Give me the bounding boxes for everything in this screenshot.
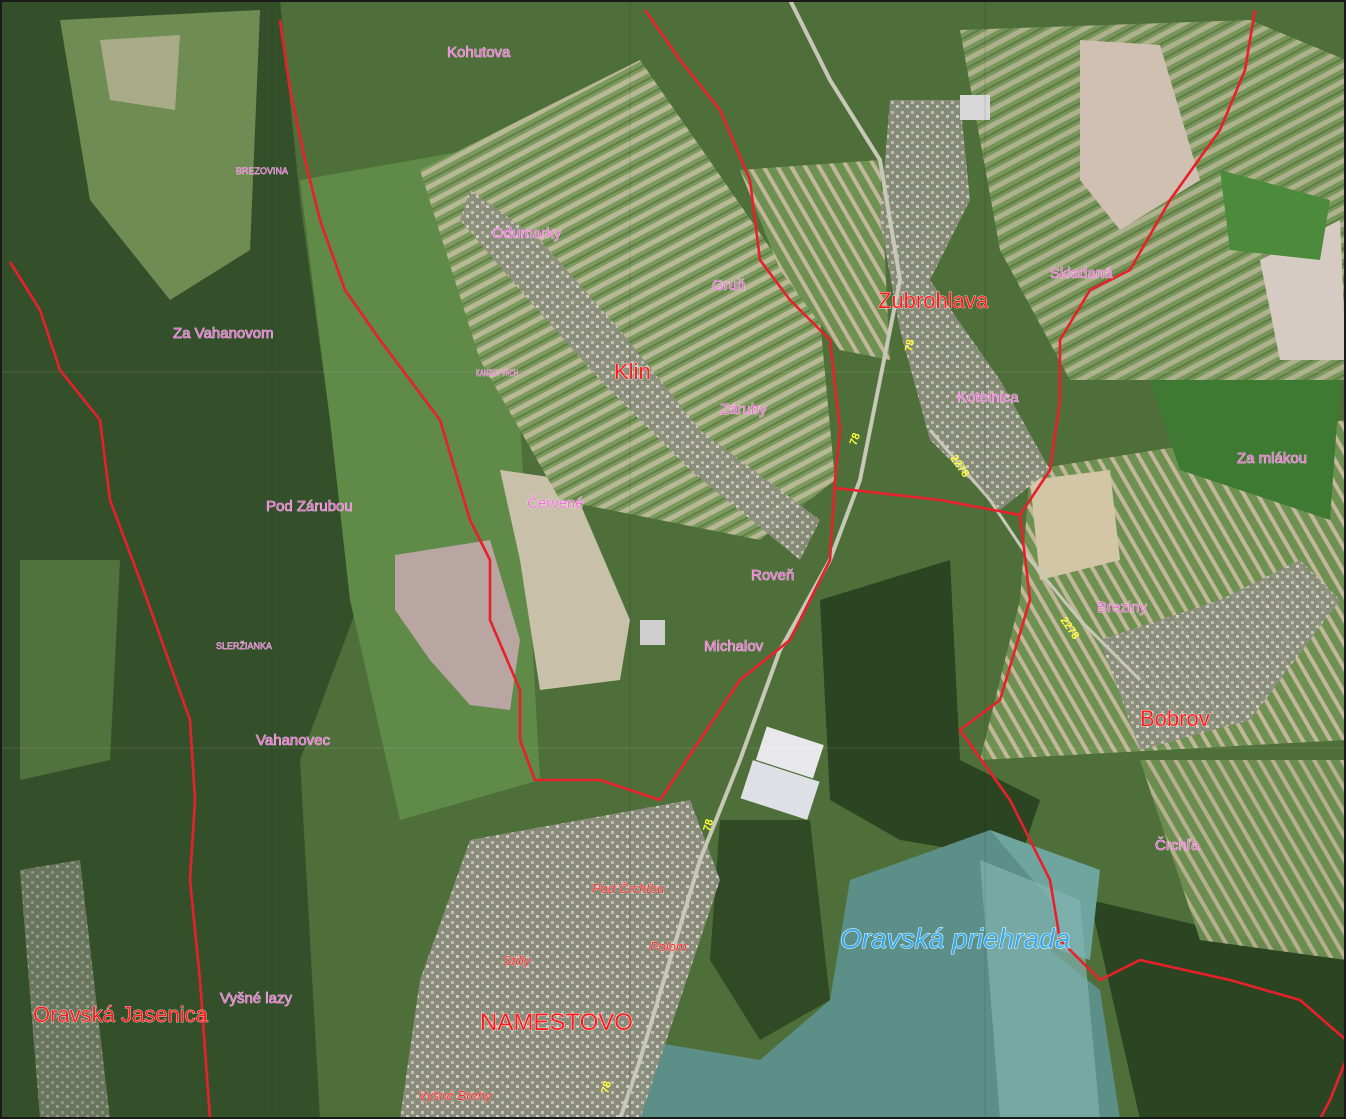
boundary-line — [8, 261, 212, 1119]
label-oravska-priehrada: Oravská priehrada — [840, 923, 1070, 954]
forest-west — [0, 0, 360, 1119]
label-vahanovec: Vahanovec — [256, 732, 330, 749]
settlement-odumarky-klin — [460, 190, 820, 560]
label-crchla: Črchľa — [1155, 837, 1200, 854]
label-grun: Gruň — [712, 277, 745, 294]
meadow-west — [20, 560, 120, 780]
label-roven: Roveň — [751, 567, 794, 584]
label-pod-zarubou: Pod Zárubou — [266, 498, 353, 515]
fields-zubrohlava-west — [740, 160, 890, 360]
road-label-78: 78 — [599, 1080, 614, 1095]
label-cervene: Červené — [527, 495, 584, 512]
green-field-east — [1150, 380, 1340, 520]
forest-southeast — [1090, 900, 1346, 1119]
label-kamzov-vrch: KAMZOV VRCH — [476, 368, 518, 378]
settlement-bobrov — [1100, 560, 1340, 750]
label-za-mlakou: Za mlákou — [1237, 450, 1307, 467]
boundary-line — [1318, 1059, 1346, 1119]
label-vysne-lazy: Vyšné lazy — [220, 990, 292, 1007]
label-bobrov: Bobrov — [1140, 706, 1210, 731]
label-zubrohlava: Zubrohlava — [878, 288, 989, 313]
label-slerzianka: SLERŽIANKA — [216, 641, 272, 651]
road-label-78: 78 — [701, 818, 716, 833]
lake-shallows — [980, 860, 1100, 1119]
label-stilly: Stilly — [503, 953, 532, 968]
label-zaruby: Záruby — [720, 401, 767, 418]
label-odumarky: Odumarky — [492, 225, 562, 242]
label-pod-crchlou: Pod Črchľou — [592, 881, 664, 896]
label-kotelnica: Kotelnica — [957, 389, 1019, 406]
forest-south-central — [710, 820, 830, 1040]
boundary-line — [958, 514, 1346, 1041]
boundary-line — [834, 9, 1257, 517]
label-za-vahanovom: Za Vahanovom — [173, 325, 274, 342]
label-skladana: Skladaná — [1050, 265, 1113, 282]
industrial-building — [740, 760, 820, 820]
clearing-cervene — [500, 470, 630, 690]
label-vysne-brehy: Vyšné Brehy — [418, 1088, 493, 1103]
label-kohutova: Kohutova — [447, 44, 511, 61]
road-label-78: 78 — [903, 338, 917, 352]
forest-river — [820, 560, 1040, 860]
fields-crchla — [1140, 760, 1346, 960]
bare-patch-northwest — [100, 35, 180, 110]
industrial-building — [755, 726, 824, 779]
label-namestovo: NAMESTOVO — [480, 1009, 633, 1036]
bare-field-east — [1080, 40, 1200, 230]
settlement-namestovo — [400, 800, 720, 1119]
industrial-building — [640, 620, 665, 645]
bare-field-southeast — [1030, 470, 1120, 580]
label-michalov: Michalov — [704, 638, 764, 655]
label-breziny: Breziny — [1097, 599, 1148, 616]
industrial-building — [960, 95, 990, 120]
cadastral-boundaries — [8, 9, 1346, 1119]
settlement-oravska-jasenica — [20, 860, 110, 1119]
fields-klin — [420, 60, 835, 540]
settlement-zubrohlava — [880, 100, 1050, 510]
road-2278 — [928, 429, 1142, 682]
green-field-northeast — [1220, 170, 1330, 260]
label-brezovina: BREZOVINA — [236, 166, 288, 176]
boundary-line — [278, 9, 842, 802]
label-klin: Klin — [614, 359, 651, 384]
label-oravska-jasenica: Oravská Jasenica — [33, 1002, 209, 1027]
label-polom: Polom — [650, 939, 687, 954]
road-label-78: 78 — [848, 431, 863, 447]
